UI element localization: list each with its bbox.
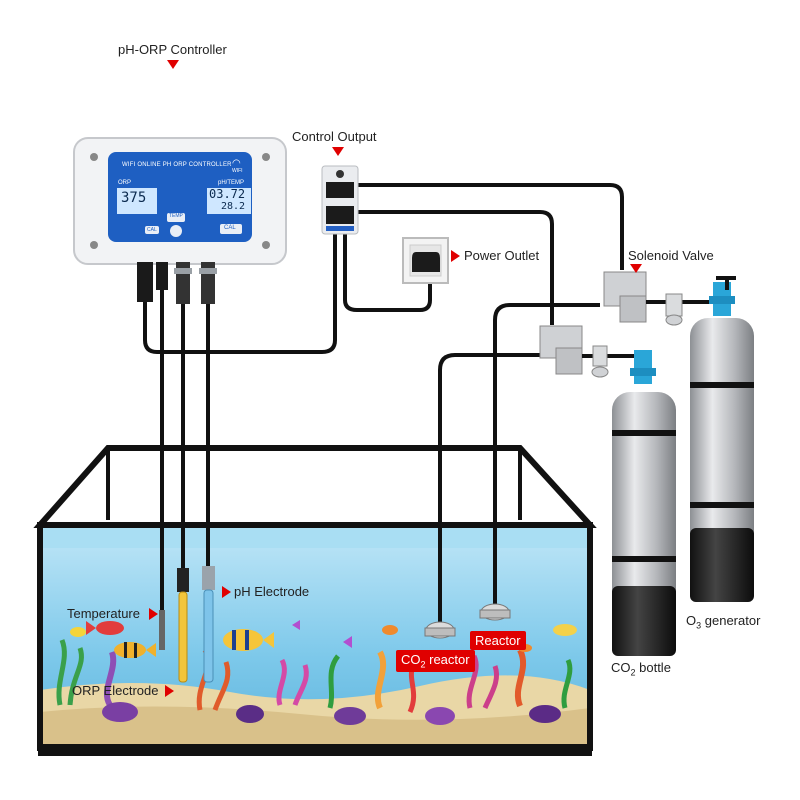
ph-electrode-arrow-icon bbox=[222, 586, 231, 598]
cal-right-button[interactable]: CAL bbox=[224, 225, 236, 231]
orp-label: ORP bbox=[118, 180, 132, 186]
reactor-tag: Reactor bbox=[470, 631, 526, 650]
controller-arrow-icon bbox=[167, 60, 179, 69]
co2-reactor-tag: CO2 reactor bbox=[396, 650, 475, 672]
electrodes bbox=[159, 566, 215, 683]
temperature-label: Temperature bbox=[67, 606, 140, 621]
o3-generator bbox=[690, 276, 754, 602]
control-output-label: Control Output bbox=[292, 129, 377, 144]
power-outlet-arrow-icon bbox=[451, 250, 460, 262]
ph-value: 03.72 bbox=[209, 187, 246, 201]
ph-label: pH/TEMP bbox=[218, 180, 245, 186]
reactor-diffusers bbox=[424, 603, 511, 639]
co2-bottle bbox=[612, 350, 676, 656]
wifi-icon: ◠ bbox=[232, 158, 241, 169]
cables bbox=[143, 183, 624, 625]
wifi-tag: WIFI bbox=[232, 168, 243, 174]
control-output-box bbox=[321, 165, 359, 235]
power-outlet-label: Power Outlet bbox=[464, 248, 540, 263]
solenoid-valves bbox=[539, 271, 710, 378]
cal-left-button[interactable]: CAL bbox=[147, 227, 157, 233]
power-outlet bbox=[402, 237, 449, 284]
device-header: WIFI ONLINE PH ORP CONTROLLER bbox=[122, 162, 232, 168]
orp-electrode-label: ORP Electrode bbox=[72, 683, 159, 698]
orp-electrode-arrow-icon bbox=[165, 685, 174, 697]
fish-group bbox=[70, 620, 577, 658]
temperature-arrow-icon bbox=[149, 608, 158, 620]
controller-device bbox=[73, 137, 287, 304]
temp-value: 28.2 bbox=[221, 201, 246, 212]
o3-generator-label: O3 generator bbox=[686, 613, 761, 631]
solenoid-arrow-icon bbox=[630, 264, 642, 273]
co2-bottle-label: CO2 bottle bbox=[611, 660, 671, 678]
ph-electrode-label: pH Electrode bbox=[234, 584, 310, 599]
control-output-arrow-icon bbox=[332, 147, 344, 156]
orp-value: 375 bbox=[121, 190, 147, 206]
aquarium-plants bbox=[56, 639, 573, 725]
solenoid-valve-label: Solenoid Valve bbox=[628, 248, 714, 263]
controller-label: pH-ORP Controller bbox=[118, 42, 227, 57]
temp-button[interactable]: TEMP bbox=[169, 213, 183, 219]
